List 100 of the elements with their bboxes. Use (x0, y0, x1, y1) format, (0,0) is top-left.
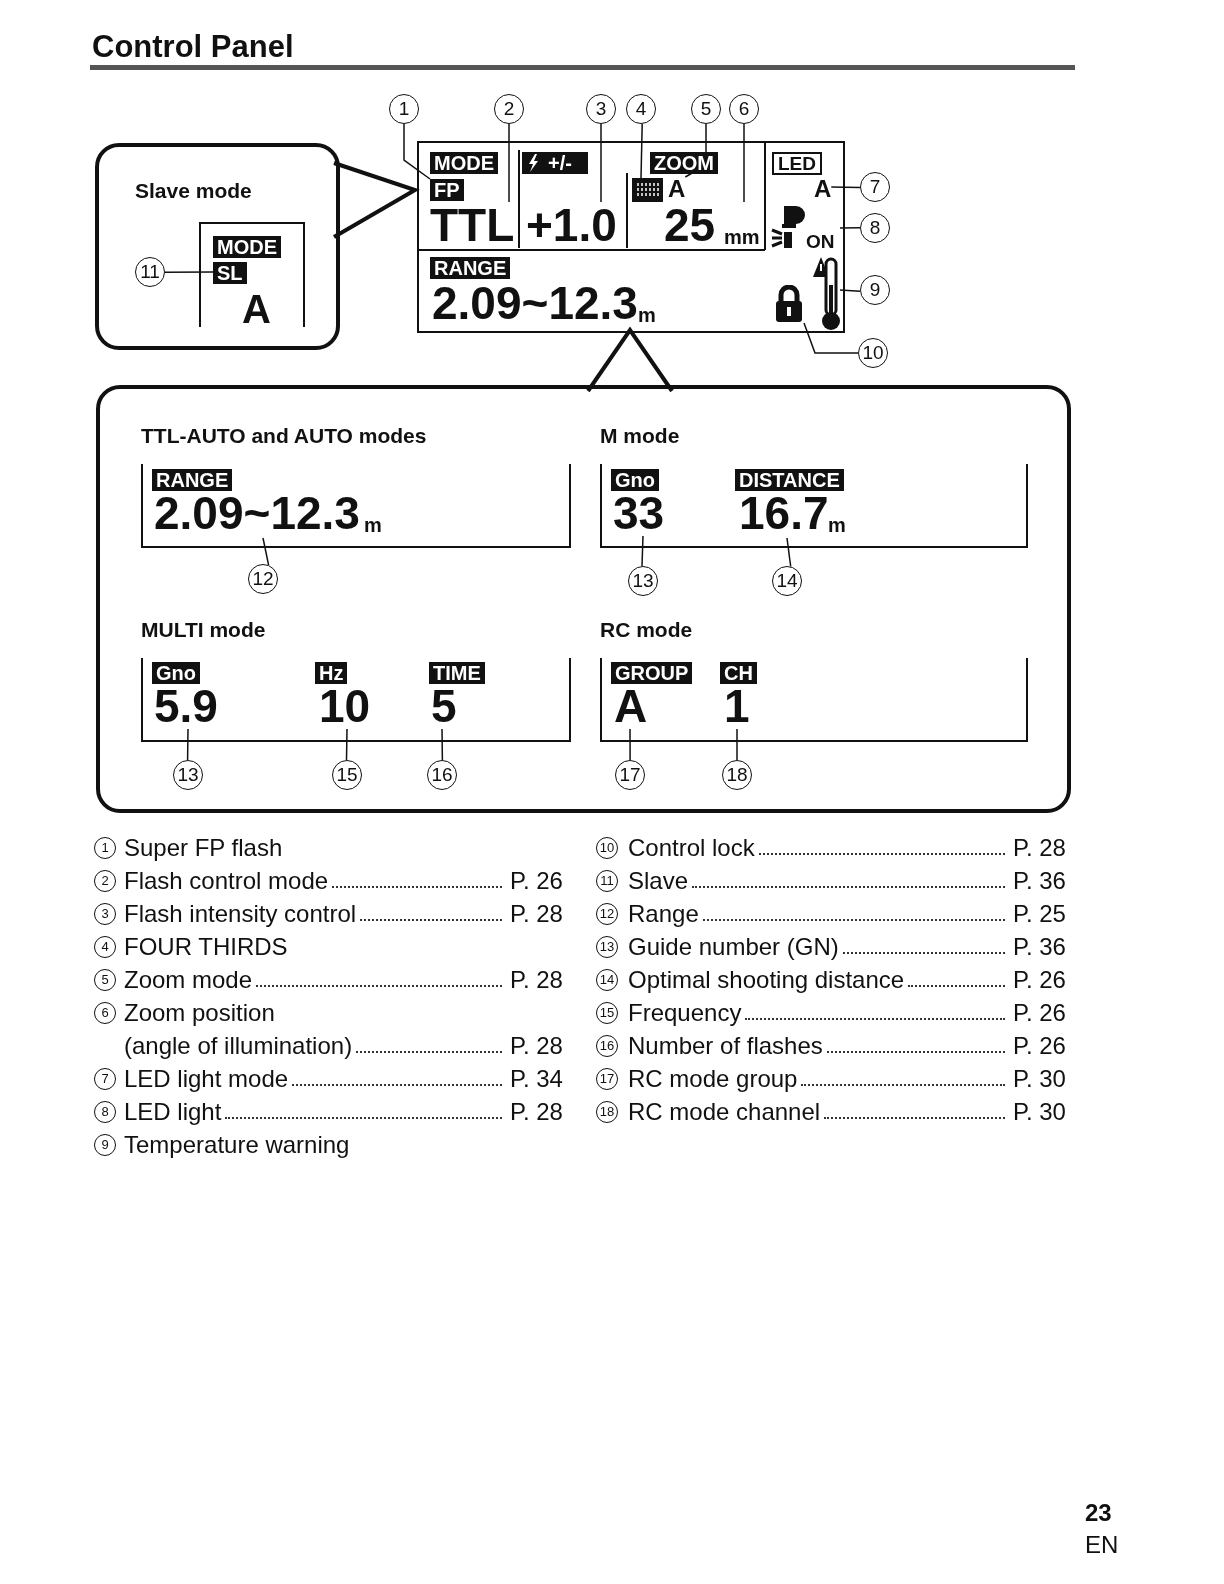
display-value: A (668, 177, 686, 201)
lcd-tag: ZOOM (650, 152, 718, 174)
callout-bubble (95, 143, 340, 350)
callout-number: 14 (772, 566, 802, 596)
page-reference: P. 26 (510, 867, 563, 895)
callout-number: 17 (615, 760, 645, 790)
callout-number: 8 (860, 213, 890, 243)
lcd-tag: SL (213, 262, 247, 284)
item-label: Temperature warning (124, 1131, 350, 1159)
page-reference: P. 36 (1013, 933, 1066, 961)
display-value: 2.09~12.3 (432, 280, 638, 326)
leader-line (164, 271, 214, 273)
lock-icon (774, 285, 804, 323)
unit-label: mm (724, 226, 760, 248)
thermometer-warning-icon (812, 255, 840, 333)
display-value: 5.9 (154, 683, 218, 729)
leader-line (839, 289, 861, 292)
callout-number: 9 (860, 275, 890, 305)
lcd-tag: Hz (315, 662, 348, 684)
callout-number: 6 (729, 94, 759, 124)
item-label: Range (628, 900, 1009, 928)
display-heading: TTL-AUTO and AUTO modes (141, 424, 427, 448)
lcd-panel (417, 141, 845, 333)
display-value: 2.09~12.3 (154, 490, 360, 536)
display-value: 16.7 (739, 490, 829, 536)
page-title: Control Panel (92, 30, 294, 64)
lcd-tag: LED (772, 152, 822, 175)
display-value: TTL (430, 202, 515, 248)
display-value: A (242, 289, 271, 329)
callout-number: 18 (722, 760, 752, 790)
lcd-tag: DISTANCE (735, 469, 844, 491)
item-label: RC mode group (628, 1065, 1009, 1093)
lcd-tag: MODE (430, 152, 498, 174)
item-label: Optimal shooting distance (628, 966, 1009, 994)
item-label: FOUR THIRDS (124, 933, 288, 961)
page-reference: P. 26 (1013, 1032, 1066, 1060)
item-label: Zoom mode (124, 966, 506, 994)
lcd-tag: FP (430, 179, 464, 201)
unit-label: m (828, 514, 846, 536)
display-value: 10 (319, 683, 371, 729)
item-label: Frequency (628, 999, 1009, 1027)
lcd-tag: MODE (213, 236, 281, 258)
display-value: 5 (431, 683, 457, 729)
lcd-tag: RANGE (152, 469, 233, 491)
callout-number: 1 (389, 94, 419, 124)
item-label: (angle of illumination) (124, 1032, 506, 1060)
page-reference: P. 28 (510, 900, 563, 928)
page-reference: P. 28 (510, 966, 563, 994)
callout-number: 15 (332, 760, 362, 790)
display-value: 33 (613, 490, 665, 536)
leader-line (743, 123, 745, 203)
page-reference: P. 36 (1013, 867, 1066, 895)
display-heading: MULTI mode (141, 618, 266, 642)
item-label: Control lock (628, 834, 1009, 862)
callout-number: 16 (427, 760, 457, 790)
display-value: 1 (724, 683, 750, 729)
bubble-heading: Slave mode (135, 179, 252, 203)
item-label: Number of flashes (628, 1032, 1009, 1060)
display-value: +1.0 (526, 202, 617, 248)
item-label: Flash intensity control (124, 900, 506, 928)
leader-line (508, 123, 510, 203)
callout-number: 10 (858, 338, 888, 368)
callout-number: 2 (494, 94, 524, 124)
lcd-tag: CH (720, 662, 757, 684)
leader-line (640, 123, 643, 179)
item-label: LED light (124, 1098, 506, 1126)
unit-label: m (638, 304, 656, 326)
page-reference: P. 28 (510, 1098, 563, 1126)
leader-line (600, 123, 602, 203)
lcd-tag: Gno (152, 662, 200, 684)
display-heading: RC mode (600, 618, 693, 642)
striped-square-icon (632, 178, 663, 202)
language-code: EN (1085, 1532, 1119, 1558)
page-reference: P. 25 (1013, 900, 1066, 928)
page-reference: P. 26 (1013, 966, 1066, 994)
callout-number: 7 (860, 172, 890, 202)
callout-number: 12 (248, 564, 278, 594)
lcd-tag: TIME (429, 662, 485, 684)
display-value: A (614, 683, 648, 729)
page-number: 23 (1085, 1500, 1112, 1526)
item-label: Zoom position (124, 999, 275, 1027)
lcd-tag: Gno (611, 469, 659, 491)
item-label: Super FP flash (124, 834, 283, 862)
item-label: Slave (628, 867, 1009, 895)
page-reference: P. 28 (1013, 834, 1066, 862)
callout-number: 13 (628, 566, 658, 596)
item-label: LED light mode (124, 1065, 506, 1093)
lcd-tag: RANGE (430, 257, 511, 279)
leader-line (839, 227, 861, 229)
item-label: Guide number (GN) (628, 933, 1009, 961)
callout-number: 3 (586, 94, 616, 124)
item-label: RC mode channel (628, 1098, 1009, 1126)
callout-bubble (96, 385, 1071, 813)
callout-number: 4 (626, 94, 656, 124)
leader-line (830, 186, 861, 189)
callout-number: 11 (135, 257, 165, 287)
display-value: A (814, 177, 832, 201)
leader-line (803, 322, 859, 354)
page-reference: P. 34 (510, 1065, 563, 1093)
lcd-tag: GROUP (611, 662, 693, 684)
